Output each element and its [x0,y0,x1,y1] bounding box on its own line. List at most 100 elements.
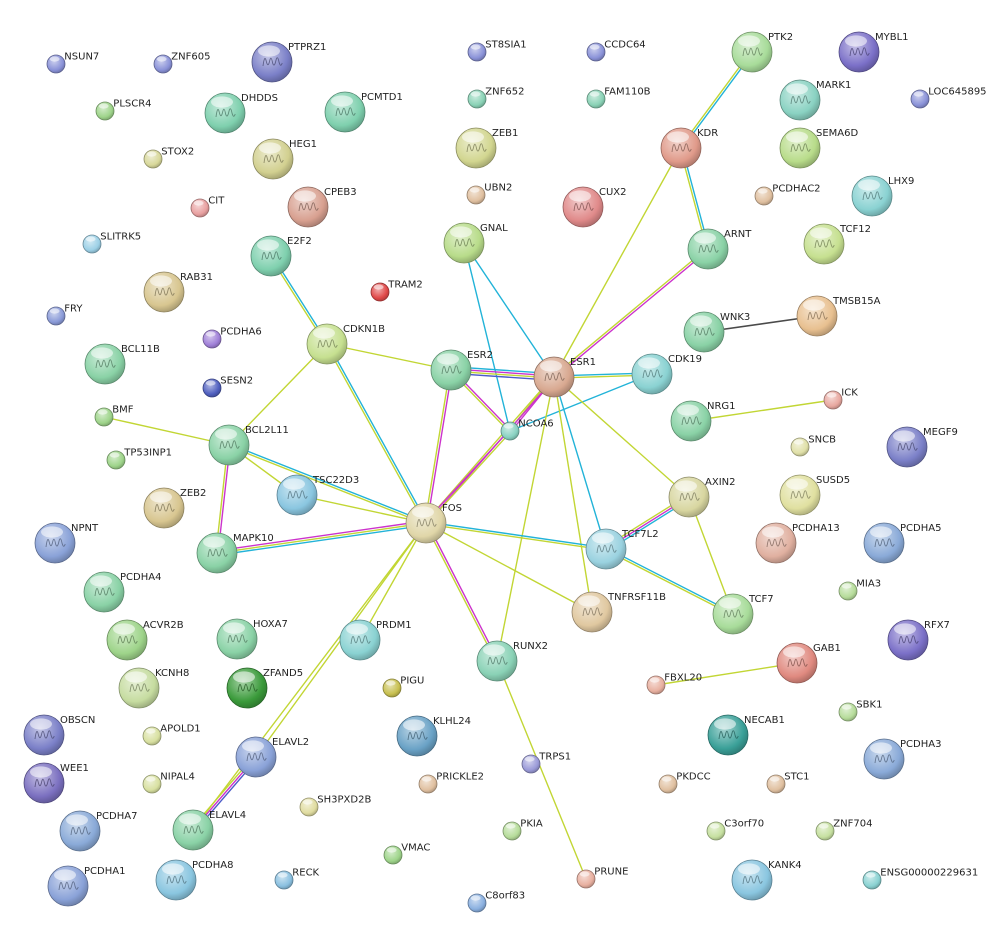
node-znf652[interactable]: ZNF652 [467,87,524,109]
node-c3orf70[interactable]: C3orf70 [706,819,764,841]
node-pcdha5[interactable]: PCDHA5 [863,522,941,564]
node-pkdcc[interactable]: PKDCC [658,772,711,794]
node-ccdc64[interactable]: CCDC64 [586,40,646,62]
node-bmf[interactable]: BMF [94,405,134,427]
node-gab1[interactable]: GAB1 [776,642,841,684]
node-tcf7l2[interactable]: TCF7L2 [585,528,659,570]
node-pcdha1[interactable]: PCDHA1 [47,865,125,907]
node-wee1[interactable]: WEE1 [23,762,89,804]
node-kank4[interactable]: KANK4 [731,859,802,901]
node-ick[interactable]: ICK [823,388,858,410]
node-tmsb15a[interactable]: TMSB15A [796,295,881,337]
node-susd5[interactable]: SUSD5 [779,474,850,516]
node-necab1[interactable]: NECAB1 [707,714,785,756]
node-nrg1[interactable]: NRG1 [670,400,736,442]
node-fbxl20[interactable]: FBXL20 [646,673,702,695]
node-stc1[interactable]: STC1 [766,772,810,794]
node-runx2[interactable]: RUNX2 [476,640,548,682]
node-plscr4[interactable]: PLSCR4 [95,99,152,121]
node-tp53inp1[interactable]: TP53INP1 [106,448,172,470]
node-ptprz1[interactable]: PTPRZ1 [251,41,326,83]
node-stox2[interactable]: STOX2 [143,147,194,169]
node-pcdha13[interactable]: PCDHA13 [755,522,840,564]
node-mapk10[interactable]: MAPK10 [196,532,274,574]
node-cit[interactable]: CIT [190,196,225,218]
node-lhx9[interactable]: LHX9 [851,175,914,217]
node-tram2[interactable]: TRAM2 [370,280,423,302]
node-c8orf83[interactable]: C8orf83 [467,891,525,913]
node-zeb2[interactable]: ZEB2 [143,487,206,529]
node-heg1[interactable]: HEG1 [252,138,317,180]
node-pcdha3[interactable]: PCDHA3 [863,738,941,780]
node-e2f2[interactable]: E2F2 [250,235,312,277]
node-vmac[interactable]: VMAC [383,843,430,865]
node-obscn[interactable]: OBSCN [23,714,95,756]
node-nsun7[interactable]: NSUN7 [46,52,99,74]
node-fam110b[interactable]: FAM110B [586,87,651,109]
node-zfand5[interactable]: ZFAND5 [226,667,303,709]
node-arnt[interactable]: ARNT [687,228,752,270]
node-npnt[interactable]: NPNT [34,522,99,564]
node-mark1[interactable]: MARK1 [779,79,851,121]
node-trps1[interactable]: TRPS1 [521,752,571,774]
node-nipal4[interactable]: NIPAL4 [142,772,195,794]
node-tsc22d3[interactable]: TSC22D3 [276,474,359,516]
node-sncb[interactable]: SNCB [790,435,836,457]
node-pcdha6[interactable]: PCDHA6 [202,327,262,349]
node-prune[interactable]: PRUNE [576,867,628,889]
node-fry[interactable]: FRY [46,304,83,326]
node-fos[interactable]: FOS [405,502,462,544]
node-pkia[interactable]: PKIA [502,819,543,841]
node-kcnh8[interactable]: KCNH8 [118,667,189,709]
node-mia3[interactable]: MIA3 [838,579,881,601]
node-cux2[interactable]: CUX2 [562,186,627,228]
node-pcdha4[interactable]: PCDHA4 [83,571,161,613]
node-rfx7[interactable]: RFX7 [887,619,950,661]
node-elavl4[interactable]: ELAVL4 [172,809,246,851]
node-ensg00000229631[interactable]: ENSG00000229631 [862,868,978,890]
node-tcf7[interactable]: TCF7 [712,593,774,635]
node-tnfrsf11b[interactable]: TNFRSF11B [571,591,666,633]
node-pcmtd1[interactable]: PCMTD1 [324,91,403,133]
node-ubn2[interactable]: UBN2 [466,183,512,205]
node-kdr[interactable]: KDR [660,127,718,169]
node-ptk2[interactable]: PTK2 [731,31,793,73]
node-prdm1[interactable]: PRDM1 [339,619,412,661]
node-cpeb3[interactable]: CPEB3 [287,186,357,228]
node-znf704[interactable]: ZNF704 [815,819,872,841]
node-esr2[interactable]: ESR2 [430,349,493,391]
node-cdk19[interactable]: CDK19 [631,353,702,395]
node-st8sia1[interactable]: ST8SIA1 [467,40,527,62]
node-wnk3[interactable]: WNK3 [683,311,750,353]
node-mybl1[interactable]: MYBL1 [838,31,909,73]
node-megf9[interactable]: MEGF9 [886,426,958,468]
node-esr1[interactable]: ESR1 [533,356,596,398]
node-pcdha7[interactable]: PCDHA7 [59,810,137,852]
node-elavl2[interactable]: ELAVL2 [235,736,309,778]
node-dhdds[interactable]: DHDDS [204,92,278,134]
node-znf605[interactable]: ZNF605 [153,52,210,74]
node-axin2[interactable]: AXIN2 [668,476,735,518]
node-hoxa7[interactable]: HOXA7 [216,618,288,660]
node-pcdhac2[interactable]: PCDHAC2 [754,184,821,206]
node-acvr2b[interactable]: ACVR2B [106,619,184,661]
node-pigu[interactable]: PIGU [382,676,424,698]
node-bcl2l11[interactable]: BCL2L11 [208,424,289,466]
node-gnal[interactable]: GNAL [443,222,508,264]
node-pcdha8[interactable]: PCDHA8 [155,859,233,901]
node-rab31[interactable]: RAB31 [143,271,213,313]
node-bcl11b[interactable]: BCL11B [84,343,160,385]
node-sh3pxd2b[interactable]: SH3PXD2B [299,795,371,817]
node-zeb1[interactable]: ZEB1 [455,127,518,169]
node-reck[interactable]: RECK [274,868,320,890]
node-slitrk5[interactable]: SLITRK5 [82,232,141,254]
node-sesn2[interactable]: SESN2 [202,376,253,398]
node-sbk1[interactable]: SBK1 [838,700,882,722]
node-tcf12[interactable]: TCF12 [803,223,871,265]
node-klhl24[interactable]: KLHL24 [396,715,471,757]
node-ncoa6[interactable]: NCOA6 [500,419,554,441]
node-apold1[interactable]: APOLD1 [142,724,201,746]
node-prickle2[interactable]: PRICKLE2 [418,772,484,794]
node-cdkn1b[interactable]: CDKN1B [306,323,385,365]
node-loc645895[interactable]: LOC645895 [910,87,987,109]
